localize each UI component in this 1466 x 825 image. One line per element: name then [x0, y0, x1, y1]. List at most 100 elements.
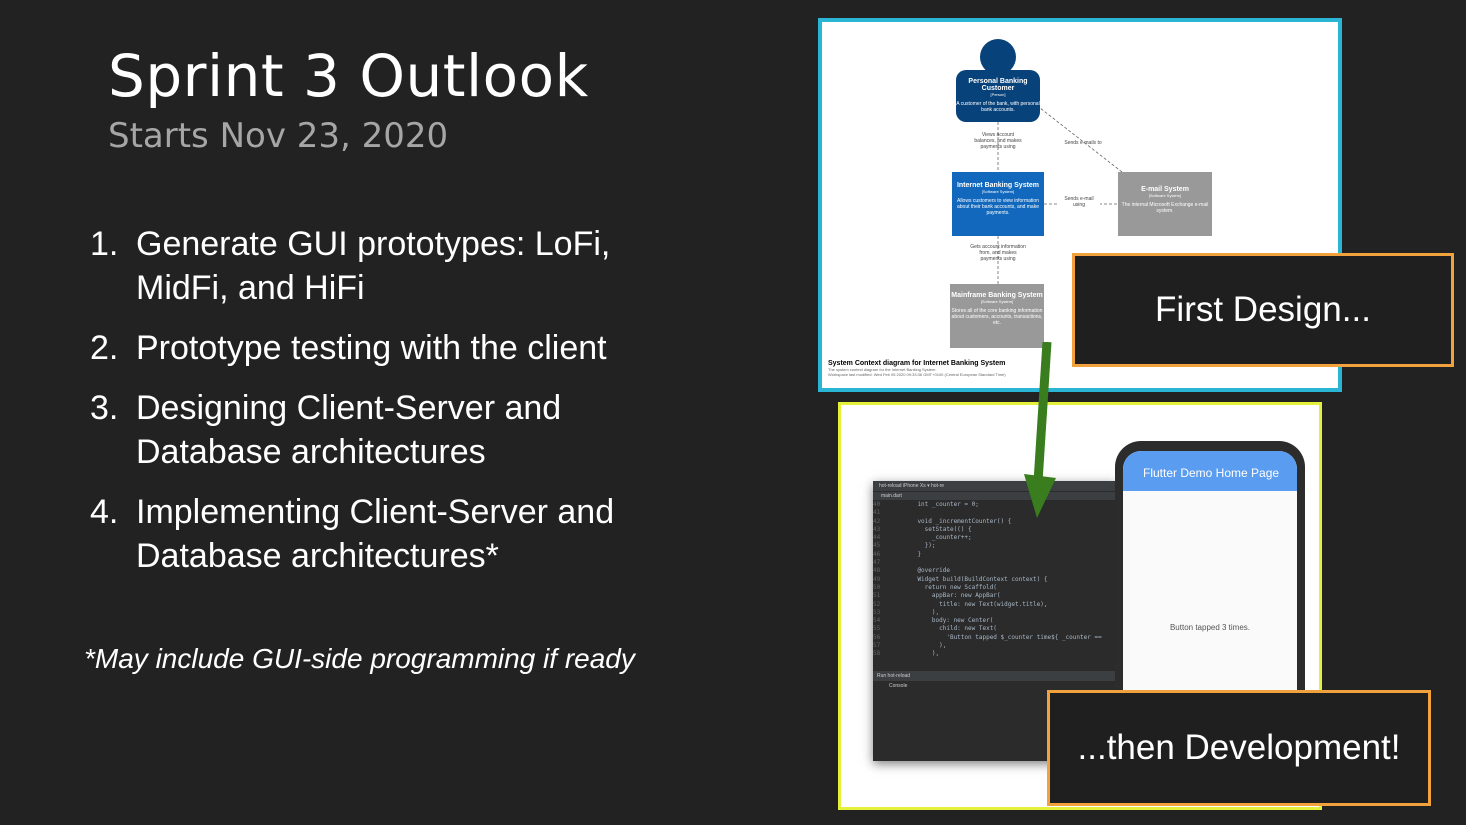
line-number: 50 [873, 583, 881, 591]
code-line: 58 ), [873, 650, 1117, 658]
line-number: 49 [873, 575, 881, 583]
connector-email-customer [1039, 107, 1123, 173]
code-line: 42 void _incrementCounter() { [873, 518, 1117, 526]
line-number: 48 [873, 567, 881, 575]
diagram-connectors [980, 39, 1123, 284]
line-number: 53 [873, 608, 881, 616]
app-bar-title: Flutter Demo Home Page [1123, 451, 1297, 491]
console-tab: Console [889, 683, 908, 689]
slide-title: Sprint 3 Outlook [108, 42, 589, 110]
then-development-callout: ...then Development! [1047, 690, 1431, 806]
code-line: 48 @override [873, 567, 1117, 575]
code-line: 45 }); [873, 542, 1117, 550]
list-text: Prototype testing with the client [136, 329, 607, 367]
line-number: 56 [873, 633, 881, 641]
code-text: setState(() { [903, 525, 972, 533]
person-head-icon [980, 39, 1016, 75]
mainframe-system-box: Mainframe Banking System [Software Syste… [950, 284, 1044, 348]
list-number: 4. [90, 493, 119, 531]
code-text: ), [903, 650, 940, 658]
code-line: 46 } [873, 551, 1117, 559]
code-text: int _counter = 0; [903, 501, 979, 508]
code-line: 51 appBar: new AppBar( [873, 592, 1117, 600]
list-item: 1. Generate GUI prototypes: LoFi, MidFi, … [90, 222, 710, 310]
ide-file-tab: main.dart [873, 491, 1117, 500]
mainframe-title: Mainframe Banking System [951, 292, 1043, 299]
code-line: 54 body: new Center( [873, 617, 1117, 625]
edge-label-sends-email-using: Sends e-mail using [1058, 196, 1100, 208]
first-design-callout: First Design... [1072, 253, 1454, 367]
list-text: Implementing Client-Server and Database … [136, 493, 615, 575]
list-item: 4. Implementing Client-Server and Databas… [90, 490, 710, 578]
code-line: 41 [873, 509, 1117, 517]
diagram-caption-title: System Context diagram for Internet Bank… [828, 360, 1006, 367]
code-line: 50 return new Scaffold( [873, 584, 1117, 592]
line-number: 55 [873, 625, 881, 633]
diagram-caption-subtitle: The system context diagram for the Inter… [828, 367, 937, 372]
code-text: appBar: new AppBar( [903, 592, 1001, 600]
footnote: *May include GUI-side programming if rea… [84, 643, 635, 674]
code-text: void _incrementCounter() { [903, 517, 1012, 525]
line-number: 41 [873, 509, 881, 517]
email-stereotype: [Software System] [1148, 193, 1182, 198]
list-number: 1. [90, 225, 119, 263]
code-line: 56 'Button tapped $_counter time${ _coun… [873, 634, 1117, 642]
ibs-stereotype: [Software System] [981, 189, 1015, 194]
ibs-description: Allows customers to view information abo… [957, 198, 1039, 216]
edge-label-sends-emails: Sends e-mails to [1064, 140, 1102, 146]
code-line: 57 ), [873, 642, 1117, 650]
edge-label-gets-account: Gets account information from, and makes… [970, 244, 1026, 262]
down-arrow-icon [1024, 342, 1056, 518]
code-text: child: new Text( [903, 625, 997, 633]
line-number: 42 [873, 517, 881, 525]
list-text: Generate GUI prototypes: LoFi, MidFi, an… [136, 225, 611, 307]
line-number: 52 [873, 600, 881, 608]
run-bar: Run hot-reload [873, 671, 1121, 681]
ide-toolbar: hot-reload iPhone Xs ▾ hot-re [873, 481, 1117, 491]
code-text: 'Button tapped $_counter time${ _counter… [903, 633, 1102, 641]
list-number: 3. [90, 389, 119, 427]
customer-stereotype: [Person] [990, 92, 1006, 97]
email-description: The internal Microsoft Exchange e-mail s… [1121, 202, 1209, 214]
line-number: 40 [873, 501, 881, 508]
mainframe-stereotype: [Software System] [980, 299, 1014, 304]
list-text: Designing Client-Server and Database arc… [136, 389, 562, 471]
code-text: title: new Text(widget.title), [903, 600, 1048, 608]
code-text: return new Scaffold( [903, 583, 997, 591]
code-line: 53 ), [873, 609, 1117, 617]
line-number: 47 [873, 559, 881, 567]
code-line: 47 [873, 559, 1117, 567]
code-text: @override [903, 567, 950, 575]
diagram-caption: System Context diagram for Internet Bank… [828, 360, 1006, 377]
line-number: 57 [873, 642, 881, 650]
sprint-task-list: 1. Generate GUI prototypes: LoFi, MidFi, … [90, 222, 710, 594]
tap-counter-text: Button tapped 3 times. [1169, 623, 1251, 632]
slide-subtitle: Starts Nov 23, 2020 [108, 116, 449, 156]
line-number: 44 [873, 534, 881, 542]
list-number: 2. [90, 329, 119, 367]
code-text: ), [903, 608, 940, 616]
code-line: 49 Widget build(BuildContext context) { [873, 576, 1117, 584]
code-text: Widget build(BuildContext context) { [903, 575, 1048, 583]
email-system-box: E-mail System [Software System] The inte… [1118, 172, 1212, 236]
email-title: E-mail System [1141, 186, 1189, 193]
customer-title: Personal Banking Customer [968, 78, 1028, 92]
customer-description: A customer of the bank, with personal ba… [956, 101, 1040, 113]
code-text: }); [903, 542, 936, 550]
list-item: 2. Prototype testing with the client [90, 326, 710, 370]
line-number: 58 [873, 650, 881, 658]
code-line: 43 setState(() { [873, 526, 1117, 534]
code-text: ), [903, 642, 947, 650]
line-number: 46 [873, 550, 881, 558]
ibs-title: Internet Banking System [956, 182, 1040, 189]
code-text: _counter++; [903, 534, 972, 542]
line-number: 51 [873, 592, 881, 600]
line-number: 45 [873, 542, 881, 550]
code-line: 44 _counter++; [873, 534, 1117, 542]
line-number: 54 [873, 617, 881, 625]
diagram-caption-modified: Workspace last modified: Wed Feb 05 2020… [828, 372, 1006, 377]
ide-window: hot-reload iPhone Xs ▾ hot-re main.dart … [873, 481, 1121, 761]
code-line: 52 title: new Text(widget.title), [873, 601, 1117, 609]
edge-label-views: Views account balances, and makes paymen… [974, 132, 1022, 150]
